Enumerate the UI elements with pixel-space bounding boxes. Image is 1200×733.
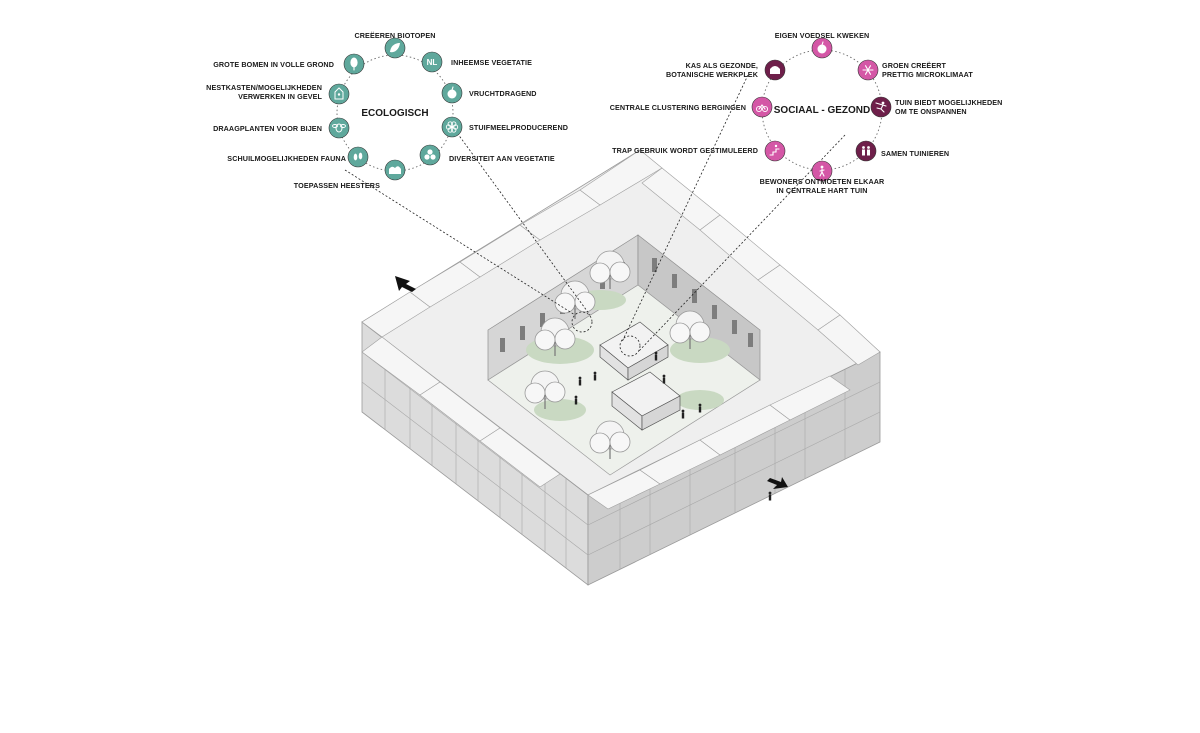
ecological-item-label: SCHUILMOGELIJKHEDEN FAUNA <box>227 154 346 163</box>
leaf-icon <box>384 37 406 59</box>
social-item-label-line2: OM TE ONSPANNEN <box>895 107 967 116</box>
social-item-label: CENTRALE CLUSTERING BERGINGEN <box>610 103 746 112</box>
flower-icon <box>441 116 463 138</box>
ecological-item: NL INHEEMSE VEGETATIE <box>421 51 532 73</box>
walker-icon <box>811 160 833 182</box>
ecological-item: DRAAGPLANTEN VOOR BIJEN <box>213 117 350 139</box>
social-item: CENTRALE CLUSTERING BERGINGEN <box>610 96 773 118</box>
tree-icon <box>343 53 365 75</box>
social-item-label: GROEN CREËERT <box>882 61 947 70</box>
ecological-item-label: NESTKASTEN/MOGELIJKHEDEN <box>206 83 322 92</box>
ecological-item-label: DRAAGPLANTEN VOOR BIJEN <box>213 124 322 133</box>
social-item-label: BEWONERS ONTMOETEN ELKAAR <box>760 177 885 186</box>
leader-lines <box>344 74 846 353</box>
ecological-item-label-line2: VERWERKEN IN GEVEL <box>238 92 322 101</box>
social-item-label-line2: BOTANISCHE WERKPLEK <box>666 70 759 79</box>
people-icon <box>855 140 877 162</box>
birdhouse-icon <box>328 83 350 105</box>
apple-icon <box>811 37 833 59</box>
ecological-item-label: DIVERSITEIT AAN VEGETATIE <box>449 154 555 163</box>
ecological-cluster: ECOLOGISCH CREËEREN BIOTOPEN NL INHEEMSE V… <box>206 31 568 190</box>
ecological-item: STUIFMEELPRODUCEREND <box>441 116 568 138</box>
social-cluster: SOCIAAL - GEZOND EIGEN VOEDSEL KWEKEN GRO… <box>610 31 1003 195</box>
ecological-item-label: GROTE BOMEN IN VOLLE GROND <box>213 60 334 69</box>
social-item-label: SAMEN TUINIEREN <box>881 149 949 158</box>
nl-badge-icon: NL <box>421 51 443 73</box>
snowflake-icon <box>857 59 879 81</box>
focus-circle-social <box>619 335 641 357</box>
social-item-label-line2: PRETTIG MICROKLIMAAT <box>882 70 973 79</box>
ecological-item: VRUCHTDRAGEND <box>441 82 537 104</box>
social-item-label: EIGEN VOEDSEL KWEKEN <box>775 31 870 40</box>
ecological-item: CREËEREN BIOTOPEN <box>354 31 435 59</box>
social-item-label: KAS ALS GEZONDE, <box>686 61 758 70</box>
social-item: TRAP GEBRUIK WORDT GESTIMULEERD <box>612 140 786 162</box>
social-item-label: TRAP GEBRUIK WORDT GESTIMULEERD <box>612 146 758 155</box>
ecological-item-label: VRUCHTDRAGEND <box>469 89 537 98</box>
ecological-item: DIVERSITEIT AAN VEGETATIE <box>419 144 555 166</box>
social-item-label: TUIN BIEDT MOGELIJKHEDEN <box>895 98 1002 107</box>
relax-icon <box>870 96 892 118</box>
shrubs-icon <box>419 144 441 166</box>
stairs-icon <box>764 140 786 162</box>
ecological-item-label: STUIFMEELPRODUCEREND <box>469 123 568 132</box>
bee-icon <box>328 117 350 139</box>
focus-circle-ecological <box>571 311 593 333</box>
entrance-arrow-east <box>767 477 788 489</box>
ecological-item-label: TOEPASSEN HEESTERS <box>294 181 380 190</box>
greenhouse-icon <box>764 59 786 81</box>
ecological-item-label: INHEEMSE VEGETATIE <box>451 58 532 67</box>
ecological-title: ECOLOGISCH <box>361 108 428 119</box>
ecological-item: SCHUILMOGELIJKHEDEN FAUNA <box>227 146 369 168</box>
ecological-item: GROTE BOMEN IN VOLLE GROND <box>213 53 365 75</box>
hedge-icon <box>384 159 406 181</box>
social-item: EIGEN VOEDSEL KWEKEN <box>775 31 870 59</box>
building-block <box>361 149 881 586</box>
apple-icon <box>441 82 463 104</box>
ecological-item-label: CREËEREN BIOTOPEN <box>354 31 435 40</box>
social-item: SAMEN TUINIEREN <box>855 140 949 162</box>
svg-text:NL: NL <box>427 58 438 67</box>
entrance-arrow-west <box>395 276 416 292</box>
footprints-icon <box>347 146 369 168</box>
social-item: KAS ALS GEZONDE,BOTANISCHE WERKPLEK <box>666 59 786 81</box>
bicycle-icon <box>751 96 773 118</box>
social-title: SOCIAAL - GEZOND <box>774 105 870 116</box>
ecological-item: TOEPASSEN HEESTERS <box>294 159 406 190</box>
social-item-label-line2: IN CENTRALE HART TUIN <box>776 186 867 195</box>
